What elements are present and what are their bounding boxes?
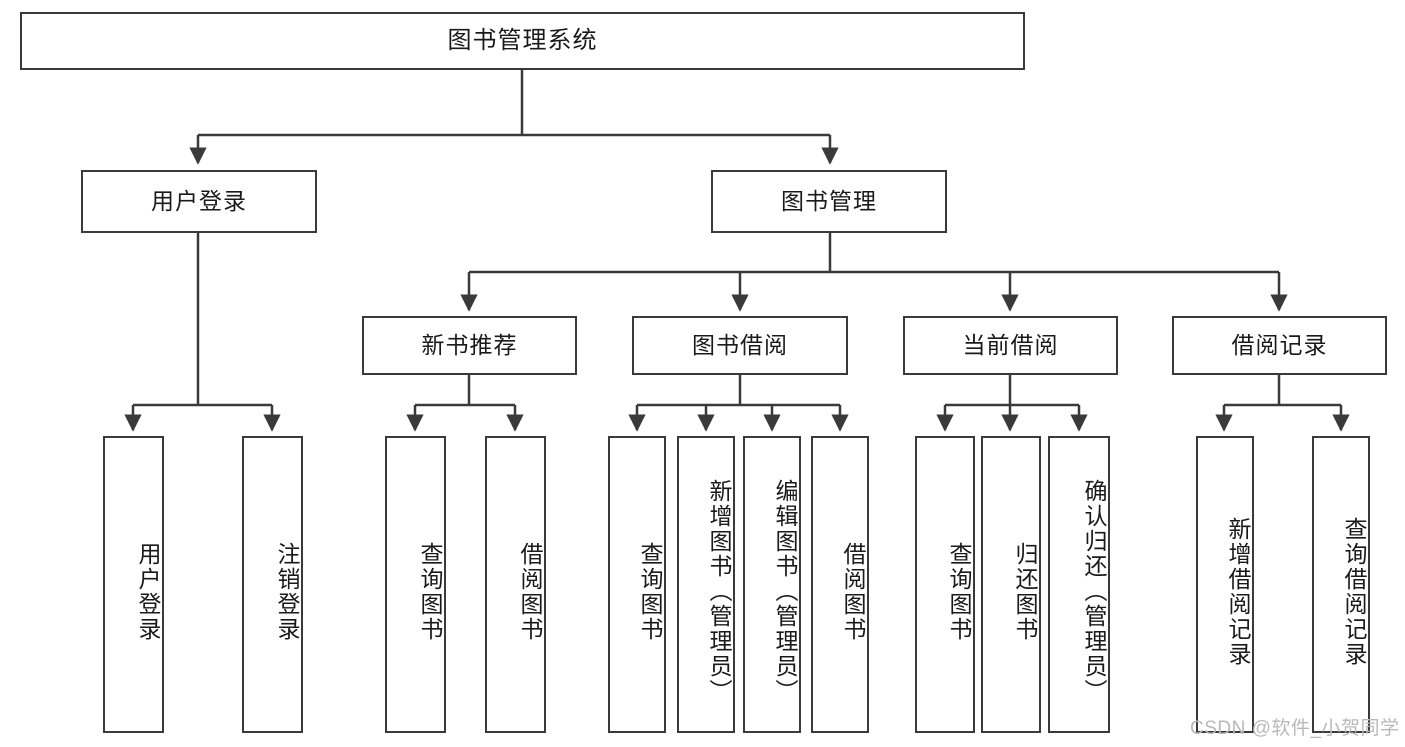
leaf-return-book-label: 归还图书 bbox=[1012, 541, 1038, 642]
leaf-query-book-3-label: 查询图书 bbox=[946, 541, 972, 642]
leaf-query-book-3[interactable]: 查询图书 bbox=[915, 436, 975, 733]
leaf-return-book[interactable]: 归还图书 bbox=[981, 436, 1041, 733]
node-borrow-record[interactable]: 借阅记录 bbox=[1172, 316, 1387, 375]
leaf-confirm-return[interactable]: 确认归还（管理员） bbox=[1048, 436, 1110, 733]
node-current-borrow[interactable]: 当前借阅 bbox=[903, 316, 1118, 375]
leaf-borrow-book-1-label: 借阅图书 bbox=[517, 541, 543, 642]
leaf-logout-login-label: 注销登录 bbox=[274, 541, 300, 642]
leaf-borrow-book-2[interactable]: 借阅图书 bbox=[811, 436, 869, 733]
node-borrow-record-label: 借阅记录 bbox=[1231, 331, 1328, 358]
node-user-login[interactable]: 用户登录 bbox=[81, 170, 317, 233]
node-root[interactable]: 图书管理系统 bbox=[20, 12, 1025, 70]
leaf-query-book-2[interactable]: 查询图书 bbox=[608, 436, 666, 733]
leaf-edit-book-label: 编辑图书（管理员） bbox=[772, 479, 798, 704]
leaf-user-login-label: 用户登录 bbox=[135, 541, 161, 642]
leaf-borrow-book-1[interactable]: 借阅图书 bbox=[485, 436, 546, 733]
node-book-borrow-label: 图书借阅 bbox=[692, 331, 788, 358]
node-book-management-label: 图书管理 bbox=[781, 187, 877, 214]
node-current-borrow-label: 当前借阅 bbox=[962, 331, 1059, 358]
leaf-edit-book[interactable]: 编辑图书（管理员） bbox=[743, 436, 801, 733]
leaf-user-login[interactable]: 用户登录 bbox=[103, 436, 164, 733]
node-book-management[interactable]: 图书管理 bbox=[711, 170, 947, 233]
leaf-add-book[interactable]: 新增图书（管理员） bbox=[677, 436, 735, 733]
leaf-query-book-1[interactable]: 查询图书 bbox=[385, 436, 446, 733]
node-new-book-recommend[interactable]: 新书推荐 bbox=[362, 316, 577, 375]
node-user-login-label: 用户登录 bbox=[151, 187, 247, 214]
leaf-add-book-label: 新增图书（管理员） bbox=[706, 479, 732, 704]
leaf-query-record-label: 查询借阅记录 bbox=[1341, 516, 1367, 667]
node-new-book-recommend-label: 新书推荐 bbox=[421, 331, 518, 358]
node-book-borrow[interactable]: 图书借阅 bbox=[632, 316, 848, 375]
leaf-add-record-label: 新增借阅记录 bbox=[1225, 516, 1251, 667]
leaf-query-book-2-label: 查询图书 bbox=[637, 541, 663, 642]
leaf-query-book-1-label: 查询图书 bbox=[417, 541, 443, 642]
leaf-confirm-return-label: 确认归还（管理员） bbox=[1081, 479, 1107, 704]
leaf-logout-login[interactable]: 注销登录 bbox=[242, 436, 303, 733]
leaf-borrow-book-2-label: 借阅图书 bbox=[840, 541, 866, 642]
csdn-watermark: CSDN @软件_小贺同学 bbox=[1190, 718, 1400, 739]
node-root-label: 图书管理系统 bbox=[447, 26, 598, 54]
leaf-query-record[interactable]: 查询借阅记录 bbox=[1312, 436, 1370, 733]
leaf-add-record[interactable]: 新增借阅记录 bbox=[1196, 436, 1254, 733]
